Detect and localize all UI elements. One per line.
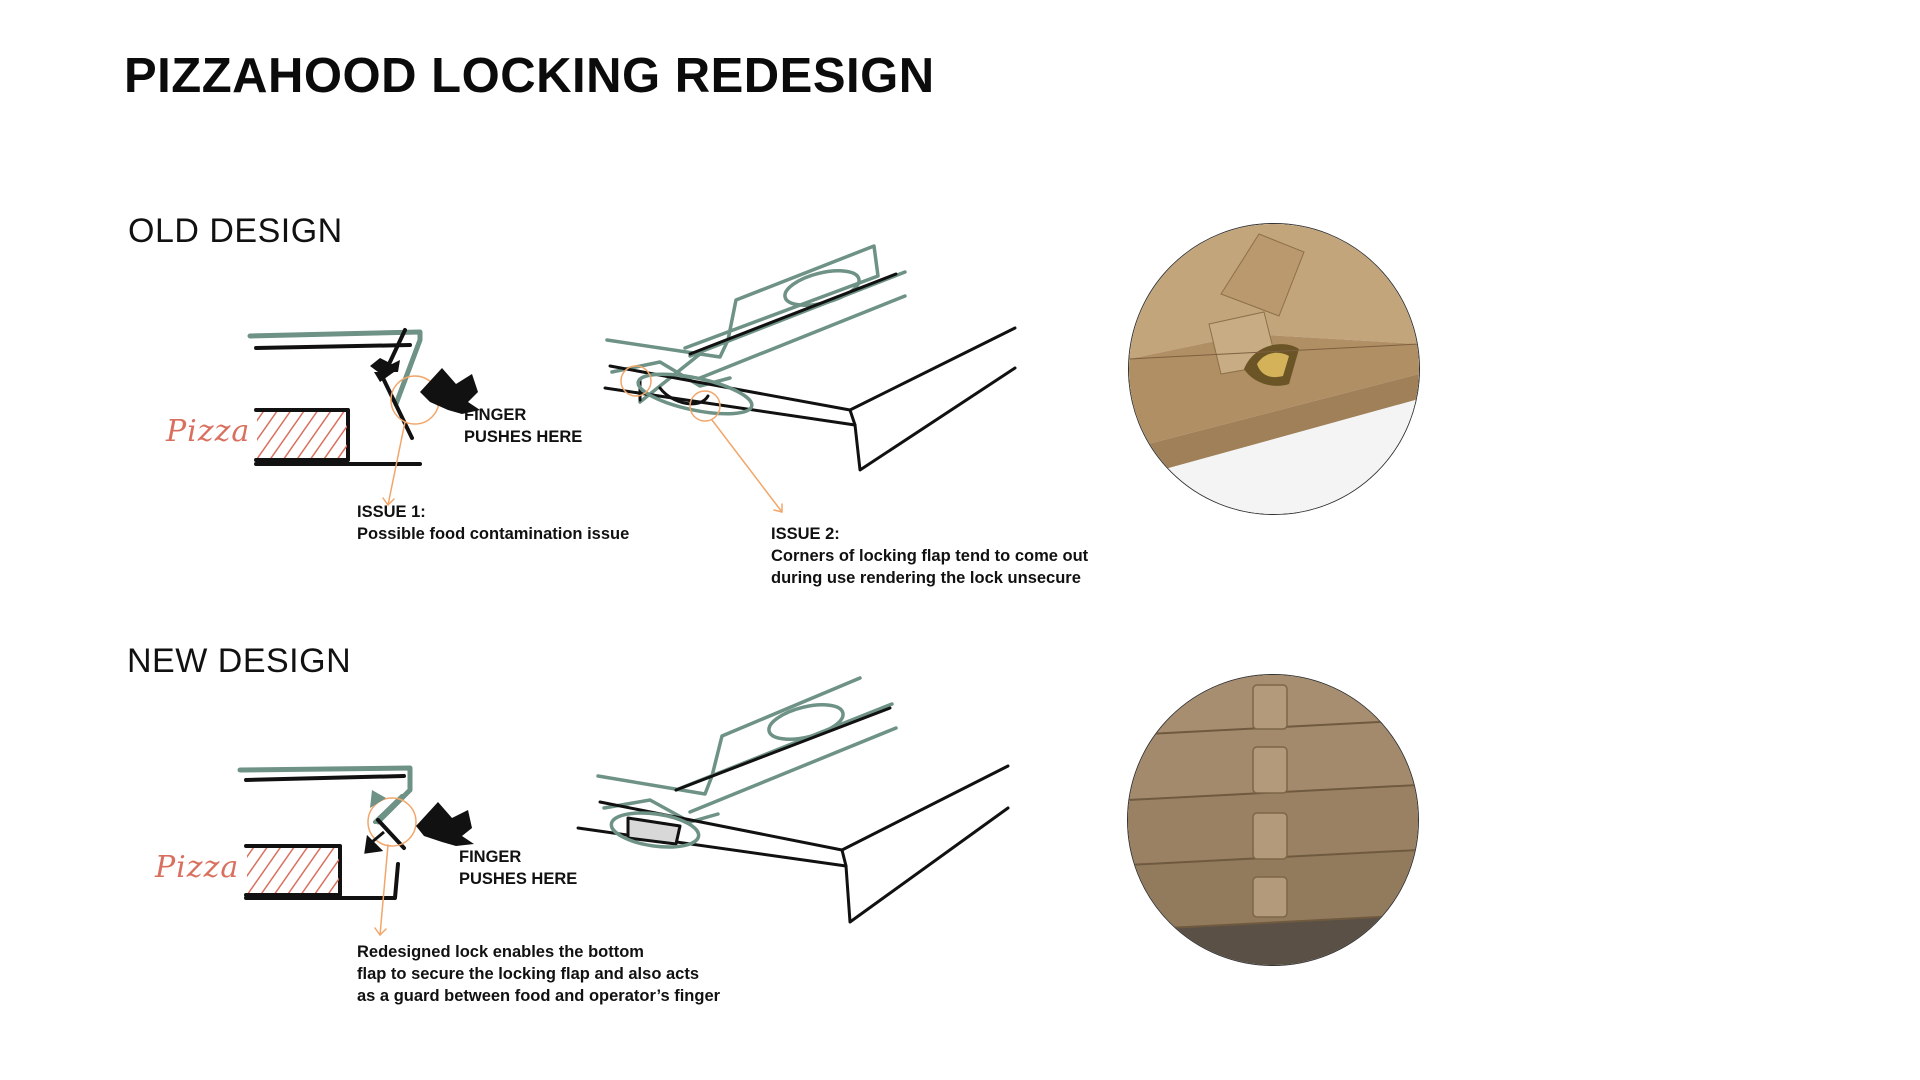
- new-finger-arrow-icon: [416, 802, 474, 846]
- new-design-photo: [1127, 674, 1419, 966]
- new-pizza-label: Pizza: [155, 850, 240, 885]
- old-finger-label-line2: PUSHES HERE: [464, 428, 583, 446]
- new-cross-section-sketch: [237, 765, 417, 936]
- redesign-note-line2: flap to secure the locking flap and also…: [357, 965, 700, 983]
- old-pizza-label: Pizza: [166, 414, 251, 449]
- new-lock-slot: [626, 816, 682, 846]
- issue2-title: ISSUE 2:: [771, 525, 840, 543]
- old-design-heading: OLD DESIGN: [128, 212, 343, 250]
- old-finger-arrow-icon: [420, 368, 480, 414]
- old-cross-section-sketch: [247, 328, 440, 506]
- new-pizza-hatch: [247, 848, 339, 893]
- redesign-note-line1: Redesigned lock enables the bottom: [357, 943, 644, 961]
- old-box-perspective-sketch: [603, 244, 1017, 513]
- new-design-heading: NEW DESIGN: [127, 642, 352, 680]
- old-design-photo: [1128, 223, 1420, 515]
- issue2-text-line1: Corners of locking flap tend to come out: [771, 547, 1089, 565]
- old-flap-arrow-icon: [370, 358, 400, 382]
- new-flap-up-arrow-icon: [370, 790, 386, 808]
- issue2-note: ISSUE 2: Corners of locking flap tend to…: [771, 523, 1088, 589]
- old-pizza-hatch: [257, 412, 347, 458]
- new-finger-label-line2: PUSHES HERE: [459, 870, 578, 888]
- old-finger-label: FINGER PUSHES HERE: [464, 404, 582, 448]
- issue1-title: ISSUE 1:: [357, 503, 426, 521]
- new-box-perspective-sketch: [576, 676, 1010, 924]
- issue1-note: ISSUE 1: Possible food contamination iss…: [357, 501, 629, 545]
- new-finger-label-line1: FINGER: [459, 848, 522, 866]
- page-title: PIZZAHOOD LOCKING REDESIGN: [124, 49, 935, 103]
- issue1-text: Possible food contamination issue: [357, 525, 630, 543]
- redesign-note: Redesigned lock enables the bottom flap …: [357, 941, 720, 1007]
- new-finger-label: FINGER PUSHES HERE: [459, 846, 577, 890]
- issue2-text-line2: during use rendering the lock unsecure: [771, 569, 1081, 587]
- old-finger-label-line1: FINGER: [464, 406, 527, 424]
- redesign-note-line3: as a guard between food and operator’s f…: [357, 987, 721, 1005]
- new-flap-down-arrow-icon: [364, 830, 385, 854]
